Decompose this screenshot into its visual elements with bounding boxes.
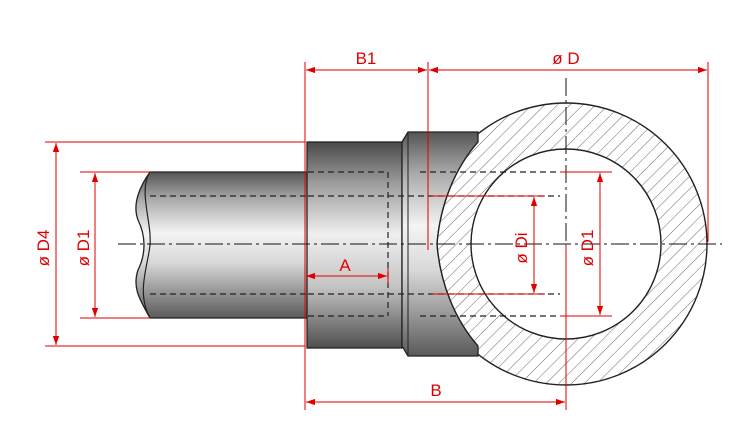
rod-break-line <box>142 171 151 319</box>
label-b: B <box>430 381 441 400</box>
label-od4: ø D4 <box>34 230 53 267</box>
dimension-labels: B1 ø D ø D4 ø D1 A ø Di ø D1 B <box>34 49 597 400</box>
label-a: A <box>339 256 351 275</box>
label-od: ø D <box>552 49 579 68</box>
label-od1-right: ø D1 <box>578 230 597 267</box>
label-odi: ø Di <box>512 232 531 263</box>
dimensions <box>45 62 709 410</box>
label-od1-left: ø D1 <box>74 230 93 267</box>
rod-end-head <box>306 141 403 349</box>
rod-shaft <box>135 171 309 319</box>
label-b1: B1 <box>356 49 377 68</box>
